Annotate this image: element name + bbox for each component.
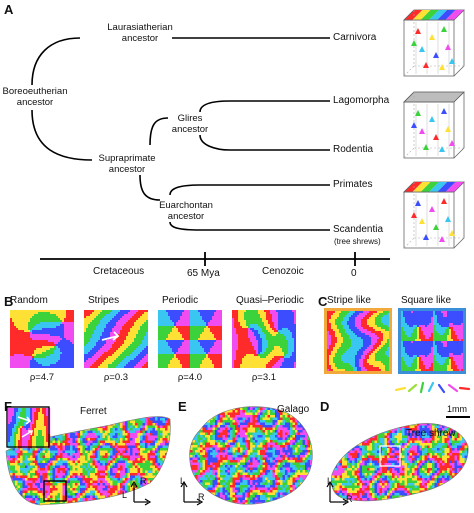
column-cube-euarchontan xyxy=(403,181,465,249)
node-boreoeutherian: Boreoeutherian ancestor xyxy=(2,86,68,108)
pattern-map-3 xyxy=(232,310,296,368)
node-glires: Glires ancestor xyxy=(171,113,209,135)
pattern-c-frame-0 xyxy=(324,308,392,374)
scale-bar xyxy=(446,416,470,418)
axis-indicator-e xyxy=(180,480,204,506)
taxon-scandentia-note: (tree shrews) xyxy=(334,237,381,246)
label-galago: Galago xyxy=(277,404,310,415)
orientation-legend xyxy=(394,381,471,394)
pattern-c-title-0: Stripe like xyxy=(327,295,371,306)
pattern-c-title-1: Square like xyxy=(401,295,452,306)
axis-e-r: R xyxy=(198,492,205,502)
node-supraprimate: Supraprimate ancestor xyxy=(98,153,156,175)
tree-shrew-orientation-map xyxy=(331,423,469,502)
taxon-primates: Primates xyxy=(333,179,373,190)
label-ferret: Ferret xyxy=(80,406,107,417)
pattern-title-0: Random xyxy=(10,295,48,306)
timeline-65mya: 65 Mya xyxy=(187,268,220,279)
axis-indicator-d xyxy=(326,480,350,506)
taxon-scandentia: Scandentia xyxy=(333,224,384,235)
pattern-rho-2: ρ=4.0 xyxy=(177,372,203,383)
node-euarchontan: Euarchontan ancestor xyxy=(159,200,213,222)
pattern-rho-3: ρ=3.1 xyxy=(251,372,277,383)
phylogeny-tree xyxy=(31,37,390,266)
pattern-title-1: Stripes xyxy=(88,295,120,306)
pattern-map-1 xyxy=(84,310,148,368)
column-cube-carnivora xyxy=(403,9,465,77)
pattern-rho-0: ρ=4.7 xyxy=(29,372,55,383)
scale-bar-label: 1mm xyxy=(447,404,467,414)
pattern-map-0 xyxy=(10,310,74,368)
taxon-rodentia: Rodentia xyxy=(333,144,374,155)
taxon-lagomorpha: Lagomorpha xyxy=(333,95,390,106)
axis-f-r: R xyxy=(140,476,147,486)
label-tree-shrew: Tree shrew xyxy=(406,428,456,439)
axis-d-r: R xyxy=(346,494,353,504)
column-cube-glires xyxy=(403,91,465,159)
panel-letter-b: B xyxy=(4,294,14,309)
panel-letter-d: D xyxy=(320,399,330,414)
panel-letter-c: C xyxy=(318,294,328,309)
pattern-title-2: Periodic xyxy=(162,295,199,306)
pattern-c-frame-1 xyxy=(398,308,466,374)
node-laurasiatherian: Laurasiatherian ancestor xyxy=(107,22,173,44)
pattern-map-2 xyxy=(158,310,222,368)
axis-d-l: L xyxy=(327,476,333,486)
panel-letter-e: E xyxy=(178,399,187,414)
panel-letter-a: A xyxy=(4,2,14,17)
ferret-orientation-map xyxy=(5,406,171,506)
taxon-carnivora: Carnivora xyxy=(333,32,377,43)
galago-orientation-map xyxy=(189,406,313,505)
axis-e-l: L xyxy=(180,476,186,486)
pattern-rho-1: ρ=0.3 xyxy=(103,372,129,383)
pattern-title-3: Quasi–Periodic xyxy=(236,295,304,306)
timeline-cenozoic: Cenozoic xyxy=(262,266,304,277)
axis-f-l: L xyxy=(122,490,128,500)
timeline-zero: 0 xyxy=(351,268,357,279)
timeline-cretaceous: Cretaceous xyxy=(93,266,145,277)
axis-indicator-f xyxy=(130,480,152,506)
